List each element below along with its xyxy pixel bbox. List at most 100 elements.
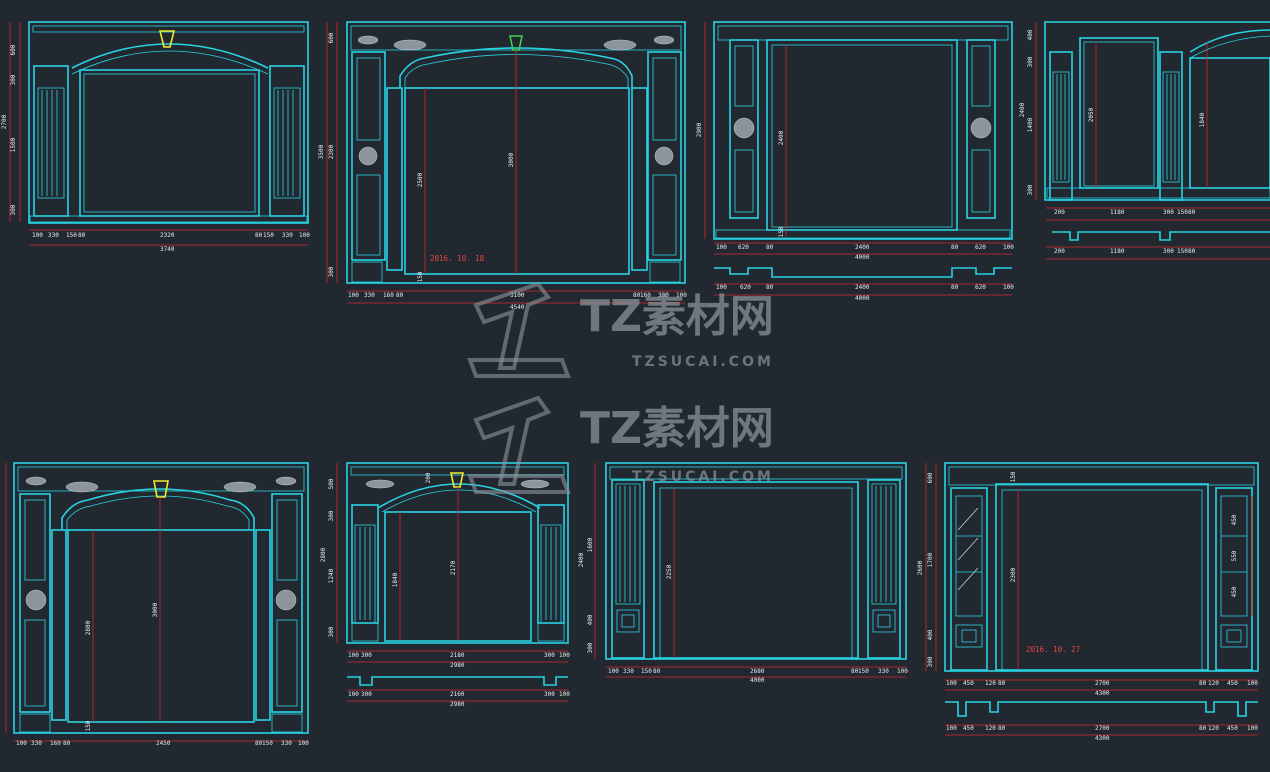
dim-text: 330: [281, 740, 292, 747]
dim-text: 80: [396, 292, 404, 299]
dim-text: 550: [1231, 550, 1238, 561]
dim-text: 450: [1231, 586, 1238, 597]
dim-text: 2800: [320, 547, 327, 562]
dim-text: 80: [951, 244, 959, 251]
dim-text: 150: [1177, 209, 1188, 216]
elevation-panel-7: 2250 2400 1600 400 300 100 330 150 80 26…: [578, 462, 908, 684]
dim-text: 80: [255, 232, 263, 239]
dim-text: 300: [587, 642, 594, 653]
rosette-icon: [970, 117, 992, 139]
dim-text: 100: [946, 725, 957, 732]
dim-text: 4000: [855, 254, 870, 261]
dim-text: 2400: [855, 284, 870, 291]
elevation-panel-2: 2500 3000 150 2016. 10. 18 600 3500 2300…: [318, 21, 687, 311]
dim-text: 2980: [450, 701, 465, 708]
carving-ornament-icon: [65, 481, 99, 493]
dim-text: 300: [544, 652, 555, 659]
dim-text: 100: [1247, 725, 1258, 732]
dim-text: 300: [1027, 184, 1034, 195]
dim-text: 600: [328, 32, 335, 43]
dim-text: 2700: [1, 114, 8, 129]
dim-text: 300: [1027, 56, 1034, 67]
dim-text: 620: [975, 284, 986, 291]
dim-text: 80: [78, 232, 86, 239]
dim-text: 330: [878, 668, 889, 675]
dim-text: 1840: [1199, 112, 1206, 127]
dim-text: 80: [653, 668, 661, 675]
dim-text: 80: [766, 244, 774, 251]
dim-text: 620: [975, 244, 986, 251]
dim-text: 4540: [510, 304, 525, 311]
dim-text: 1700: [927, 552, 934, 567]
dim-text: 1180: [1110, 248, 1125, 255]
dim-text: 300: [927, 656, 934, 667]
dim-text: 160: [640, 292, 651, 299]
dim-text: 150: [85, 720, 92, 731]
dim-text: 2800: [85, 620, 92, 635]
elevation-panel-3: 2400 150 2900 100 620 80 2400 80 620 100…: [696, 21, 1014, 302]
dim-text: 80: [851, 668, 859, 675]
dim-text: 330: [31, 740, 42, 747]
dim-text: 80: [1188, 209, 1196, 216]
dim-text: 100: [348, 691, 359, 698]
dim-text: 80: [1199, 680, 1207, 687]
dim-text: 80: [633, 292, 641, 299]
dim-text: 4300: [1095, 735, 1110, 742]
dim-text: 300: [361, 652, 372, 659]
dim-text: 2320: [160, 232, 175, 239]
dim-text: 330: [658, 292, 669, 299]
dim-text: 2180: [450, 652, 465, 659]
carving-ornament-icon: [25, 476, 47, 486]
dim-text: 300: [328, 266, 335, 277]
watermark-1: TZ素材网 TZSUCAI.COM: [467, 281, 774, 378]
dim-text: 2700: [1095, 725, 1110, 732]
dim-text: 100: [16, 740, 27, 747]
elevation-panel-5: 2800 3000 150 100 330 160 80 2450 80 150…: [5, 462, 309, 747]
carving-ornament-icon: [365, 479, 395, 489]
date-stamp: 2016. 10. 18: [430, 254, 485, 263]
dim-text: 400: [1027, 29, 1034, 40]
dim-text: 80: [951, 284, 959, 291]
dim-text: 500: [328, 478, 335, 489]
dim-text: 2170: [450, 560, 457, 575]
dim-text: 100: [348, 652, 359, 659]
dim-text: 100: [1003, 284, 1014, 291]
dim-text: 2400: [578, 552, 585, 567]
dim-text: 80: [998, 725, 1006, 732]
dim-text: 80: [766, 284, 774, 291]
elevation-panel-4: 2050 1840 400 300 2400 1400 300 200 1180…: [1019, 21, 1270, 260]
carving-ornament-icon: [393, 39, 427, 51]
dim-text: 100: [897, 668, 908, 675]
carving-ornament-icon: [603, 39, 637, 51]
dim-text: 200: [1054, 248, 1065, 255]
rosette-icon: [654, 146, 674, 166]
keystone-icon: [158, 30, 176, 48]
dim-text: 300: [1163, 209, 1174, 216]
dim-text: 2250: [666, 564, 673, 579]
dim-text: 1180: [1110, 209, 1125, 216]
elevation-panel-8: 2300 150 450 550 450 2016. 10. 27 600 26…: [917, 462, 1259, 742]
dim-text: 100: [559, 652, 570, 659]
dim-text: 3500: [318, 144, 325, 159]
rosette-icon: [25, 589, 47, 611]
dim-text: 600: [927, 472, 934, 483]
dim-text: 330: [48, 232, 59, 239]
dim-text: 330: [623, 668, 634, 675]
dim-text: 1500: [10, 137, 17, 152]
dim-text: 100: [559, 691, 570, 698]
watermark-logo-icon: [473, 395, 552, 486]
dim-text: 200: [1054, 209, 1065, 216]
dim-text: 80: [1188, 248, 1196, 255]
dim-text: 150: [858, 668, 869, 675]
dim-text: 150: [263, 232, 274, 239]
dim-text: 300: [10, 204, 17, 215]
rosette-icon: [275, 589, 297, 611]
dim-text: 2300: [1010, 567, 1017, 582]
dim-text: 450: [1227, 725, 1238, 732]
keystone-icon: [450, 472, 464, 488]
dim-text: 2450: [156, 740, 171, 747]
dim-text: 450: [963, 725, 974, 732]
dim-text: 450: [1231, 514, 1238, 525]
dim-text: 150: [66, 232, 77, 239]
